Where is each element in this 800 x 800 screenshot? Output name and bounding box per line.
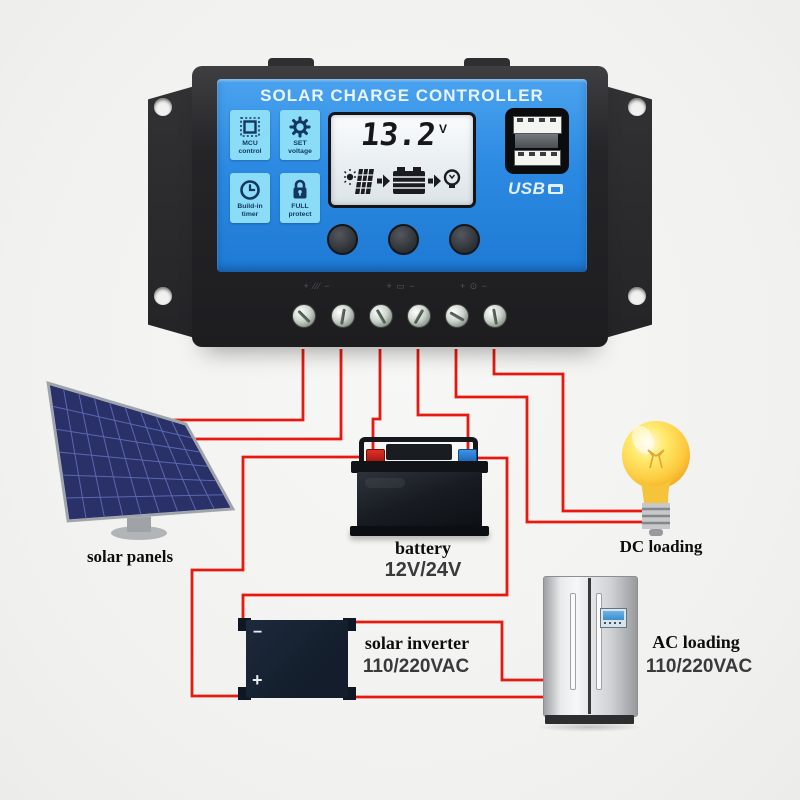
terminal-screw-solar-minus[interactable] [331,304,355,328]
padlock-icon [290,173,310,203]
usb-logo: USB [508,178,588,200]
usb-ports[interactable] [505,108,569,174]
bulb-filament [647,449,665,469]
wire-battery-negative [416,349,470,452]
wire-solar-negative [188,349,343,441]
lcd-display: 13.2 V [328,112,476,208]
ac-loading-spec: 110/220VAC [645,656,753,677]
controller-button-load[interactable] [449,224,480,255]
controller-button-battery[interactable] [327,224,358,255]
mount-hole [628,287,646,305]
terminal-label-solar: + ∕∕∕ − [303,281,331,291]
gear-icon [289,110,311,140]
arrow-right-icon [434,174,441,188]
terminal-label-load: + ⊙ − [459,281,489,291]
usb-logo-text: USB [508,179,546,198]
terminal-screw-solar-plus[interactable] [292,304,316,328]
fridge-display [600,608,627,628]
fridge-door-split [588,578,591,714]
battery-body [357,472,482,527]
tile-label-line1: SET [293,140,307,147]
tile-label-line1: Build-in [237,203,263,210]
sun-icon [346,173,354,181]
terminal-screw-load-minus[interactable] [483,304,507,328]
wire-battery-positive [371,349,382,453]
clock-icon [239,173,261,203]
battery-top-shelf [351,461,488,473]
tile-label-line1: MCU [242,140,258,147]
terminal-screw-battery-plus[interactable] [369,304,393,328]
solar-panels-label: solar panels [86,547,174,566]
light-bulb-graphic [622,421,690,536]
battery-spec: 12V/24V [384,559,462,581]
ac-loading-label: AC loading [652,632,740,652]
tile-label-line2: control [238,147,262,155]
wire-battery-to-inverter-minus [241,456,509,620]
fridge-shadow [536,722,642,732]
tile-label-line2: timer [241,210,259,218]
mount-hole [154,98,172,116]
lcd-flow-icons [344,167,461,195]
bulb-glass [622,421,690,489]
tile-buildin-timer: Build-in timer [230,173,270,223]
terminal-screw-load-plus[interactable] [445,304,469,328]
wire-inverter-to-ac-load-top [346,620,546,682]
lcd-voltage-value: 13.2 [359,117,438,153]
solar-inverter-spec: 110/220VAC [362,656,470,677]
usb-plug-icon [548,184,564,194]
tile-label-line1: FULL [291,203,309,210]
fridge-handle-left [570,593,576,690]
controller-title: SOLAR CHARGE CONTROLLER [260,86,544,105]
mount-hole [628,98,646,116]
wire-dc-load-negative [492,349,650,513]
lcd-voltage-unit: V [439,122,448,136]
battery-base [350,526,489,536]
dc-loading-label: DC loading [619,537,703,556]
solar-panel-graphic [46,380,236,540]
mount-hole [154,287,172,305]
wire-dc-load-positive [454,349,650,524]
arrow-right-icon [383,174,390,188]
inverter-minus-sign: − [253,624,263,641]
inverter-body [246,620,348,698]
tile-mcu-control: MCU control [230,110,270,160]
terminal-label-battery: + ▭ − [386,281,416,291]
solar-inverter-label: solar inverter [364,633,470,653]
refrigerator-graphic [543,576,638,717]
terminal-screw-battery-minus[interactable] [407,304,431,328]
tile-label-line2: protect [288,210,312,218]
battery-label: battery [395,538,451,558]
battery-top-cover [386,444,452,460]
panel-face [46,380,236,523]
fridge-handle-right [596,593,602,690]
mcu-chip-icon [239,110,261,140]
tile-full-protect: FULL protect [280,173,320,223]
controller-button-up[interactable] [388,224,419,255]
tile-set-voltage: SET voltage [280,110,320,160]
tile-label-line2: voltage [288,147,312,155]
inverter-plus-sign: + [252,670,263,690]
wire-solar-positive [170,349,305,422]
wire-battery-to-inverter-plus [190,455,364,698]
panel-stand-base [111,526,167,540]
fridge-base [545,715,634,724]
